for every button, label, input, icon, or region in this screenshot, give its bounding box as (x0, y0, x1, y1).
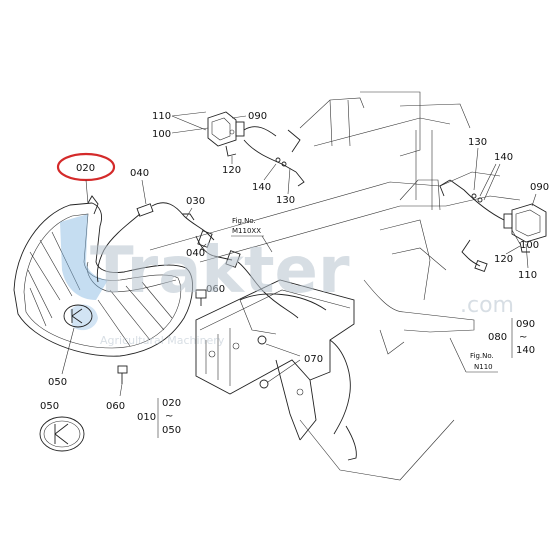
bolt-060-bottom[interactable] (117, 365, 128, 397)
label-090-range[interactable]: 090 (516, 319, 535, 330)
label-110-right[interactable]: 110 (518, 270, 537, 281)
label-120-top[interactable]: 120 (222, 165, 241, 176)
label-130-top[interactable]: 130 (276, 195, 295, 206)
label-130-right[interactable]: 130 (468, 137, 487, 148)
label-070[interactable]: 070 (304, 354, 323, 365)
label-020[interactable]: 020 (76, 163, 95, 174)
label-140-right[interactable]: 140 (494, 152, 513, 163)
wire-top-light[interactable] (243, 129, 305, 187)
watermark-domain: .com (460, 293, 514, 318)
label-010[interactable]: 010 (137, 412, 156, 423)
wiring-harness[interactable] (96, 202, 299, 319)
fig-label-1: Fig.No. (232, 217, 256, 225)
label-090-right[interactable]: 090 (530, 182, 549, 193)
work-light-top[interactable] (207, 111, 277, 157)
watermark: Trakter .com Agricultural Machinery (90, 234, 514, 347)
emblem-050[interactable] (39, 416, 85, 452)
label-120-right[interactable]: 120 (494, 254, 513, 265)
fig-code-1[interactable]: M110XX (232, 227, 261, 235)
label-090-top[interactable]: 090 (248, 111, 267, 122)
fig-label-2: Fig.No. (470, 352, 494, 360)
label-060-mid[interactable]: 060 (206, 284, 225, 295)
work-light-right[interactable] (503, 203, 547, 253)
label-100-right[interactable]: 100 (520, 240, 539, 251)
label-140-range[interactable]: 140 (516, 345, 535, 356)
watermark-brand: Trakter (90, 234, 350, 308)
label-050-lamp[interactable]: 050 (48, 377, 67, 388)
fig-code-2[interactable]: N110 (474, 363, 493, 371)
label-050-range[interactable]: 050 (162, 425, 181, 436)
wire-right-light[interactable] (439, 179, 505, 273)
label-040-top[interactable]: 040 (130, 168, 149, 179)
label-100-top[interactable]: 100 (152, 129, 171, 140)
clip-070[interactable] (257, 335, 301, 389)
label-140-top[interactable]: 140 (252, 182, 271, 193)
range-sep-1: ~ (165, 411, 173, 422)
label-030[interactable]: 030 (186, 196, 205, 207)
label-080[interactable]: 080 (488, 332, 507, 343)
label-050-emblem[interactable]: 050 (40, 401, 59, 412)
label-060-bottom[interactable]: 060 (106, 401, 125, 412)
mounting-bracket[interactable] (195, 279, 357, 461)
label-110-top[interactable]: 110 (152, 111, 171, 122)
bolt-060-mid[interactable] (195, 289, 207, 306)
headlight-assembly[interactable] (13, 195, 193, 357)
range-sep-2: ~ (519, 332, 527, 343)
watermark-tagline: Agricultural Machinery (100, 334, 225, 347)
label-040-mid[interactable]: 040 (186, 248, 205, 259)
label-020-range[interactable]: 020 (162, 398, 181, 409)
